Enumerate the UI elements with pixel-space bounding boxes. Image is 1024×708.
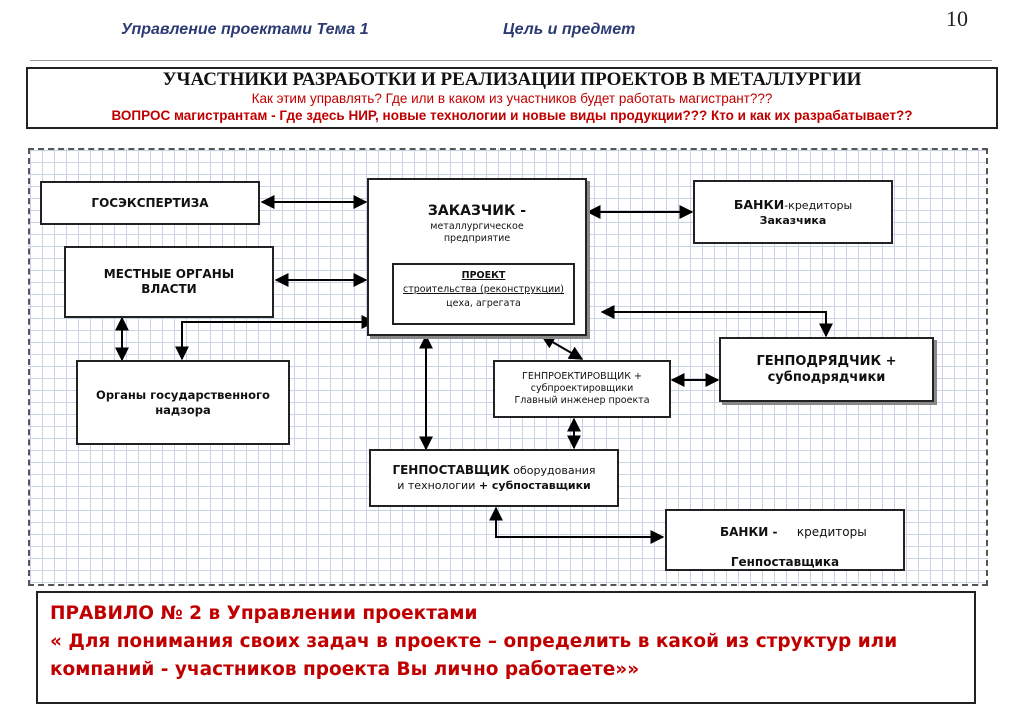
arrow-supplier-banks: [489, 506, 665, 544]
header-divider: [30, 60, 992, 61]
rule-line-3: компаний - участников проекта Вы лично р…: [50, 659, 640, 680]
banks-supplier-line-1a: БАНКИ -: [720, 525, 782, 539]
general-supplier-box: ГЕНПОСТАВЩИК оборудования и технологии +…: [369, 449, 619, 507]
local-authorities-label: МЕСТНЫЕ ОРГАНЫ ВЛАСТИ: [103, 267, 235, 296]
banks-supplier-line-1b: кредиторы: [781, 525, 867, 539]
banks-customer-line-2: Заказчика: [759, 213, 827, 227]
banks-customer-rest: -кредиторы: [784, 198, 853, 212]
arrow-supervision-customer: [175, 315, 376, 361]
state-supervision-label: Органы государственного надзора: [96, 387, 270, 417]
rule-box: ПРАВИЛО № 2 в Управлении проектами « Для…: [36, 591, 976, 704]
question-line-1: Как этим управлять? Где или в каком из у…: [251, 91, 773, 106]
rule-line-1: ПРАВИЛО № 2 в Управлении проектами: [50, 603, 478, 624]
slide-title: УЧАСТНИКИ РАЗРАБОТКИ И РЕАЛИЗАЦИИ ПРОЕКТ…: [162, 69, 862, 90]
state-supervision-box: Органы государственного надзора: [76, 360, 290, 445]
general-designer-label: ГЕНПРОЕКТИРОВЩИК + субпроектировщики Гла…: [514, 371, 650, 406]
project-line-2: строительства (реконструкции): [402, 284, 565, 295]
banks-supplier-box: БАНКИ - кредиторы Генпоставщика: [665, 509, 905, 571]
local-authorities-box: МЕСТНЫЕ ОРГАНЫ ВЛАСТИ: [64, 246, 274, 318]
general-supplier-line-2b: + субпоставщики: [478, 478, 591, 492]
title-box: УЧАСТНИКИ РАЗРАБОТКИ И РЕАЛИЗАЦИИ ПРОЕКТ…: [26, 67, 998, 129]
general-supplier-rest: оборудования: [509, 463, 596, 477]
topic-title: Цель и предмет: [503, 21, 636, 38]
general-designer-box: ГЕНПРОЕКТИРОВЩИК + субпроектировщики Гла…: [493, 360, 671, 418]
customer-title: ЗАКАЗЧИК -: [427, 203, 527, 219]
banks-supplier-line-2: Генпоставщика: [730, 555, 840, 569]
general-contractor-box: ГЕНПОДРЯДЧИК + субподрядчики: [719, 337, 934, 402]
question-line-2: ВОПРОС магистрантам - Где здесь НИР, нов…: [111, 108, 913, 123]
general-contractor-label: ГЕНПОДРЯДЧИК + субподрядчики: [756, 353, 897, 385]
banks-customer-box: БАНКИ-кредиторы Заказчика: [693, 180, 893, 244]
course-title: Управление проектами Тема 1: [121, 21, 369, 38]
customer-subtitle: металлургическое предприятие: [430, 221, 524, 244]
banks-customer-title: БАНКИ: [733, 196, 785, 212]
general-supplier-line-2a: и технологии: [397, 478, 479, 492]
gosexpertiza-box: ГОСЭКСПЕРТИЗА: [40, 181, 260, 225]
page-number: 10: [946, 6, 968, 31]
gosexpertiza-label: ГОСЭКСПЕРТИЗА: [91, 195, 209, 210]
rule-line-2: « Для понимания своих задач в проекте – …: [50, 631, 898, 652]
arrow-customer-contractor: [600, 305, 833, 338]
project-box: ПРОЕКТ строительства (реконструкции) цех…: [392, 263, 575, 325]
project-line-3: цеха, агрегата: [446, 298, 521, 309]
project-title: ПРОЕКТ: [461, 270, 506, 281]
general-supplier-title: ГЕНПОСТАВЩИК: [392, 462, 510, 477]
arrow-customer-designer: [540, 335, 584, 360]
